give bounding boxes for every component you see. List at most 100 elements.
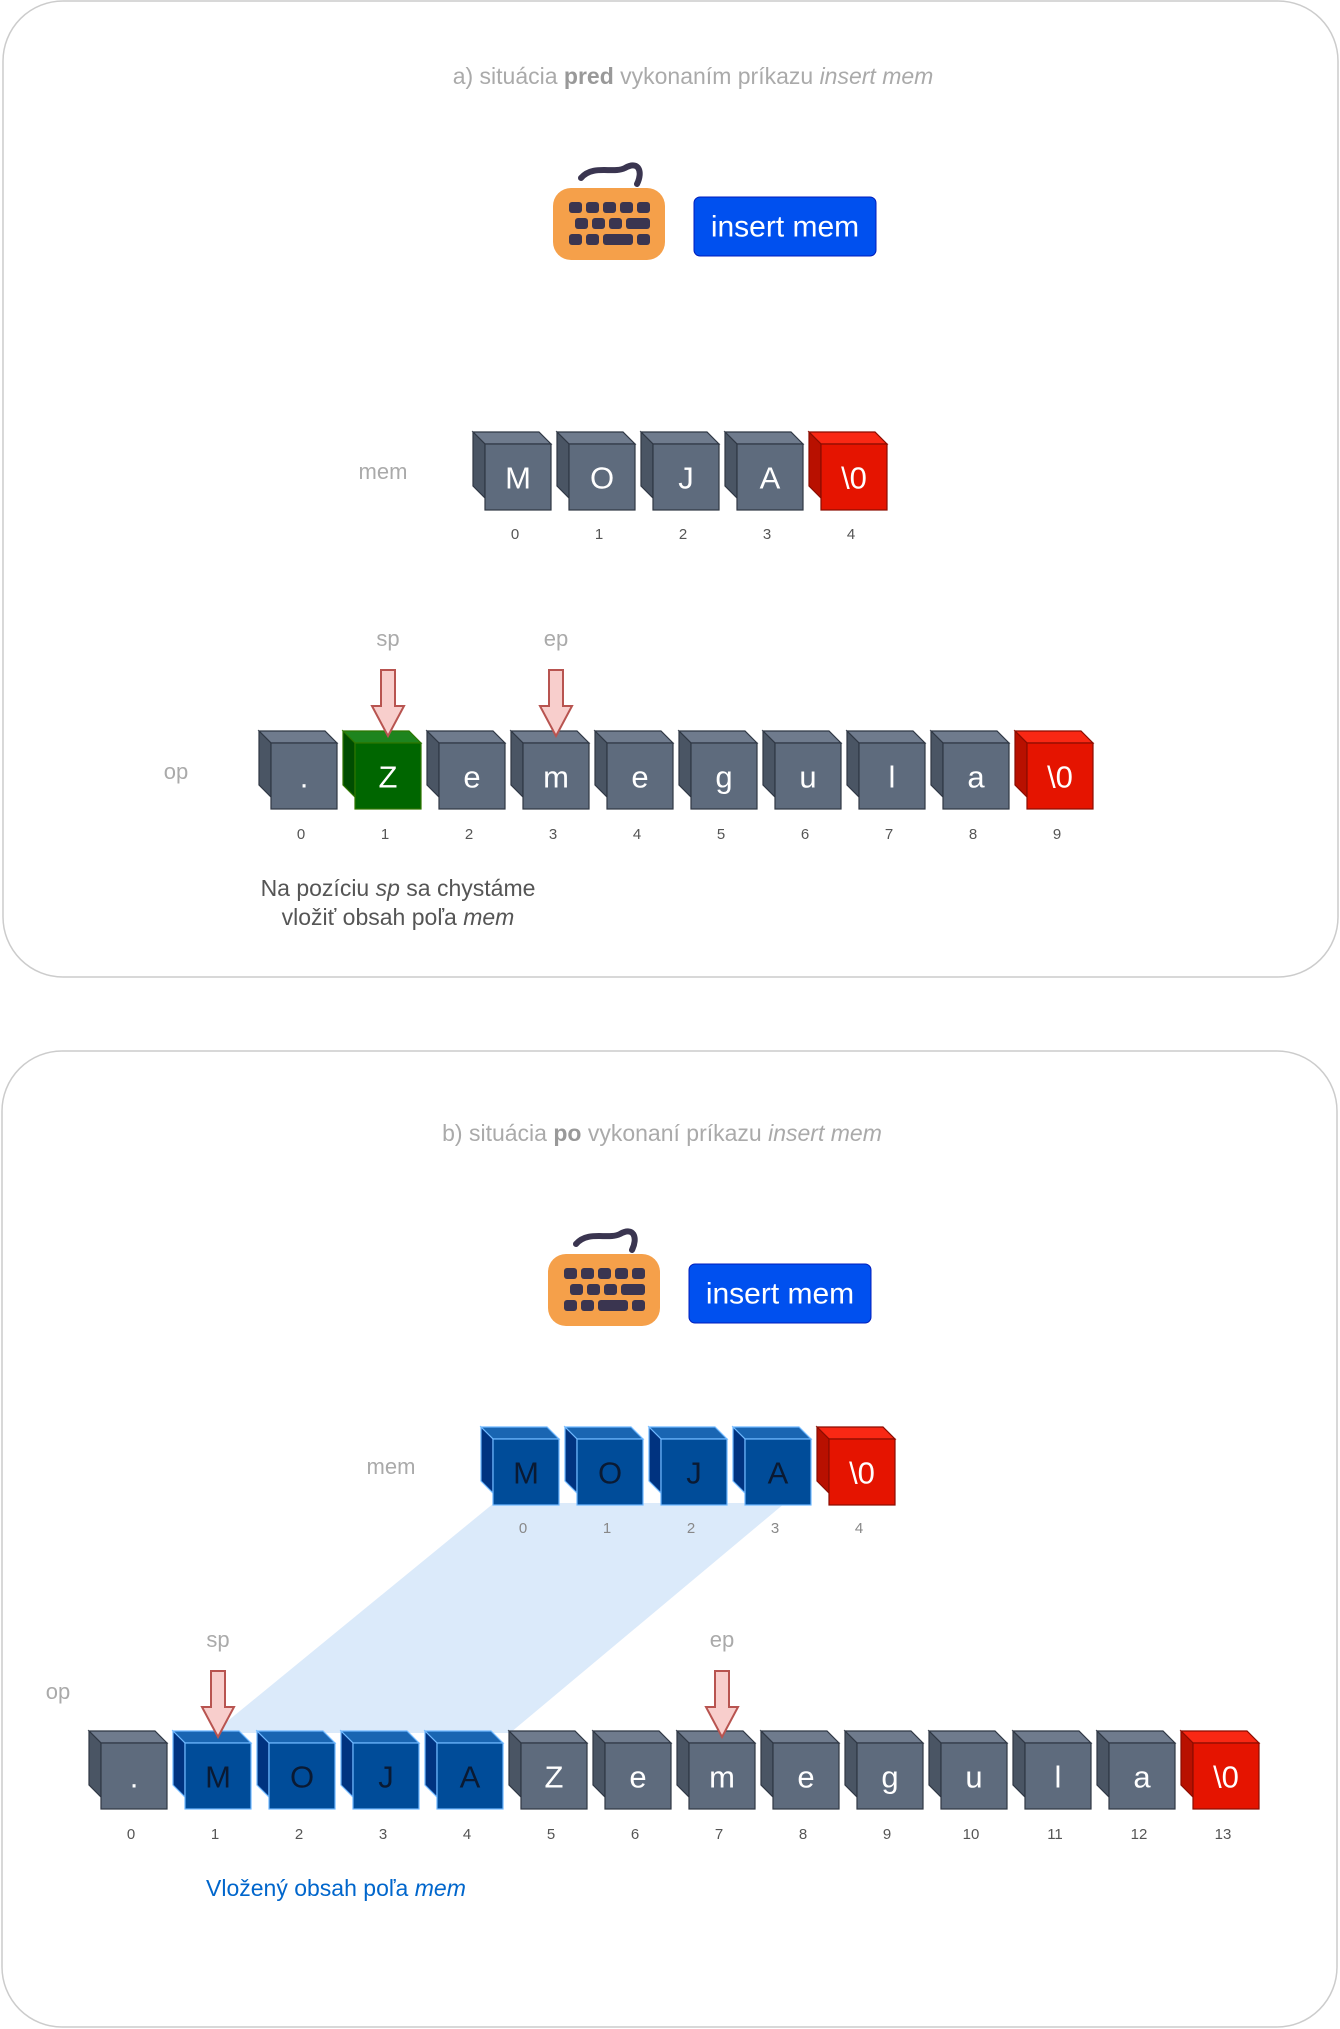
cell-front-face <box>1108 1742 1176 1810</box>
cell-front-face <box>774 742 842 810</box>
cell-side-face <box>816 1425 830 1495</box>
cell-index: 13 <box>1215 1826 1232 1843</box>
ep-pointer: ep <box>538 626 574 739</box>
cell-char: O <box>290 1760 314 1795</box>
array-cell: l 11 <box>1011 1729 1093 1843</box>
keyboard-cable <box>578 162 643 187</box>
cell-side-face <box>508 1729 522 1799</box>
cell-index: 6 <box>631 1826 639 1843</box>
array-cell: J2 <box>647 1425 729 1537</box>
array-cell: a12 <box>1095 1729 1177 1843</box>
keyboard-key <box>570 1284 583 1295</box>
cell-top-face <box>843 1730 925 1744</box>
cell-char: a <box>967 760 985 795</box>
cell-char: m <box>709 1760 735 1795</box>
cell-side-face <box>424 1729 438 1799</box>
array-cell: .0 <box>257 729 339 843</box>
cell-top-face <box>257 730 339 744</box>
cell-front-face <box>744 1438 812 1506</box>
cell-char: g <box>881 1760 898 1795</box>
keyboard-key <box>586 234 599 245</box>
cell-side-face <box>1180 1729 1194 1799</box>
array-cell: e6 <box>591 1729 673 1843</box>
cell-index: 8 <box>799 1826 807 1843</box>
insert-mem-command-button: insert mem <box>693 196 877 257</box>
array-cell: J3 <box>339 1729 421 1843</box>
cell-front-face <box>856 1742 924 1810</box>
array-cell: m3 <box>509 729 591 843</box>
cell-side-face <box>594 729 608 799</box>
cell-index: 7 <box>715 1826 723 1843</box>
cell-index: 4 <box>463 1826 471 1843</box>
cell-index: 3 <box>771 1520 779 1537</box>
cell-side-face <box>930 729 944 799</box>
keyboard-icon <box>553 162 665 260</box>
cell-char: O <box>598 1456 622 1491</box>
keyboard-key <box>632 1300 645 1311</box>
cell-side-face <box>808 430 822 500</box>
cell-char: . <box>130 1760 139 1795</box>
cell-top-face <box>591 1730 673 1744</box>
cell-index: 11 <box>1047 1826 1063 1843</box>
op-array-label: op <box>164 759 188 784</box>
cell-side-face <box>1012 1729 1026 1799</box>
array-cell: .0 <box>87 1729 169 1843</box>
cell-side-face <box>510 729 524 799</box>
array-cell: e8 <box>759 1729 841 1843</box>
cell-index: 0 <box>127 1826 135 1843</box>
sp-pointer: sp <box>200 1627 236 1740</box>
cell-top-face <box>507 1730 589 1744</box>
cell-top-face <box>723 431 805 445</box>
cell-char: M <box>513 1456 539 1491</box>
cell-side-face <box>1014 729 1028 799</box>
cell-index: 2 <box>687 1520 695 1537</box>
cell-char: \0 <box>849 1456 875 1491</box>
cell-index: 3 <box>549 826 557 843</box>
cell-top-face <box>929 730 1011 744</box>
cell-top-face <box>815 1426 897 1440</box>
keyboard-key <box>637 234 650 245</box>
array-cell: M0 <box>471 430 553 543</box>
cell-index: 1 <box>211 1826 219 1843</box>
keyboard-key <box>587 1284 600 1295</box>
cell-front-face <box>940 1742 1008 1810</box>
cell-index: 8 <box>969 826 977 843</box>
cell-side-face <box>676 1729 690 1799</box>
array-cell: A3 <box>731 1425 813 1537</box>
keyboard-key <box>586 202 599 213</box>
cell-index: 4 <box>633 826 641 843</box>
cell-top-face <box>675 1730 757 1744</box>
keyboard-key <box>626 218 650 229</box>
cell-top-face <box>647 1426 729 1440</box>
cell-top-face <box>1179 1730 1261 1744</box>
cell-top-face <box>255 1730 337 1744</box>
cell-front-face <box>1192 1742 1260 1810</box>
cell-char: e <box>797 1760 814 1795</box>
cell-side-face <box>472 430 486 500</box>
array-cell: \09 <box>1013 729 1095 843</box>
cell-char: l <box>889 760 896 795</box>
cell-front-face <box>690 742 758 810</box>
array-cell: Z5 <box>507 1729 589 1843</box>
cell-side-face <box>556 430 570 500</box>
cell-top-face <box>87 1730 169 1744</box>
cell-side-face <box>724 430 738 500</box>
cell-front-face <box>606 742 674 810</box>
pointer-label: ep <box>710 1627 734 1652</box>
cell-char: e <box>629 1760 646 1795</box>
cell-front-face <box>354 742 422 810</box>
keyboard-key <box>569 202 582 213</box>
keyboard-key <box>604 1284 617 1295</box>
cell-char: l <box>1055 1760 1062 1795</box>
cell-front-face <box>604 1742 672 1810</box>
array-cell: g9 <box>843 1729 925 1843</box>
cell-front-face <box>820 443 888 511</box>
cell-index: 3 <box>763 526 771 543</box>
keyboard-key <box>620 202 633 213</box>
cell-char: O <box>590 461 614 496</box>
cell-char: A <box>460 1760 481 1795</box>
cell-char: u <box>799 760 816 795</box>
cell-front-face <box>660 1438 728 1506</box>
array-cell: u6 <box>761 729 843 843</box>
array-cell: J2 <box>639 430 721 543</box>
